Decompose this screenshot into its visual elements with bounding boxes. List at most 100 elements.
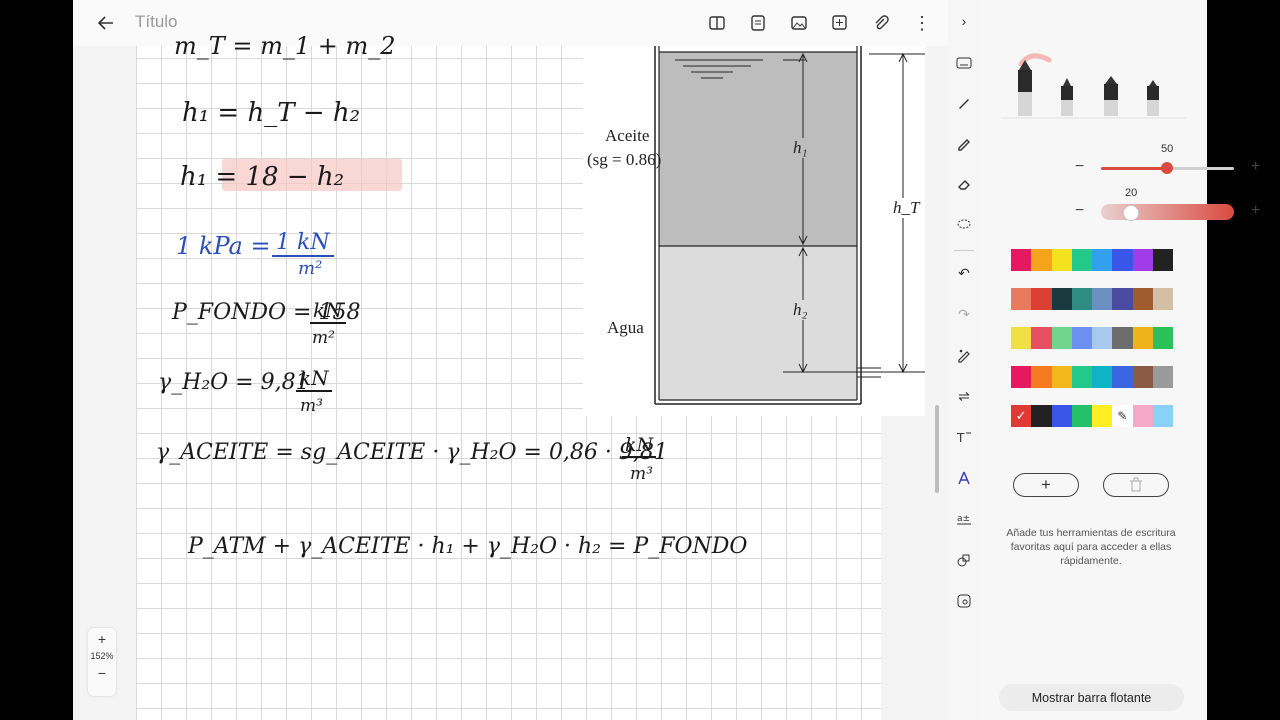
color-swatch[interactable] [1071,366,1092,388]
color-swatch[interactable] [1071,249,1092,271]
color-swatch[interactable] [1152,249,1173,271]
pen-icon[interactable] [953,92,975,114]
shapes-icon[interactable] [953,549,975,571]
canvas-gutter: h_T [881,46,948,720]
notebook-canvas[interactable]: m_T = m_1 + m_2 h₁ = h_T − h₂ h₁ = 18 − … [136,32,987,720]
color-swatch[interactable] [1051,288,1072,310]
note-line-gamma-oil: γ_ACEITE = sg_ACEITE · γ_H₂O = 0,86 · 9,… [156,440,668,465]
pen-felt-tip[interactable] [1017,58,1033,118]
ink-to-text-icon[interactable] [953,467,975,489]
color-swatch[interactable]: ✎ [1112,405,1133,427]
color-swatch[interactable] [1132,327,1153,349]
add-tool-button[interactable]: + [1013,473,1079,497]
delete-tool-button[interactable] [1103,473,1169,497]
insert-icon[interactable] [829,12,851,34]
color-swatch[interactable] [1011,327,1032,349]
back-arrow-icon[interactable] [95,12,117,34]
color-swatch[interactable] [1152,405,1173,427]
color-swatch[interactable] [1011,249,1032,271]
color-swatch[interactable] [1132,366,1153,388]
color-swatch[interactable] [1071,327,1092,349]
color-swatch[interactable] [1031,366,1052,388]
color-swatch[interactable] [1112,249,1133,271]
add-icon: + [1041,475,1051,494]
color-swatch[interactable] [1152,366,1173,388]
image-icon[interactable] [788,12,810,34]
lasso-icon[interactable] [953,214,975,236]
color-swatch[interactable] [1011,288,1032,310]
oil-label: Aceite [605,126,650,145]
color-swatch[interactable] [1051,366,1072,388]
color-swatch[interactable] [1152,288,1173,310]
eraser-icon[interactable] [953,173,975,195]
color-swatch[interactable]: ✓ [1011,405,1032,427]
keyboard-icon[interactable] [953,52,975,74]
note-gamma-oil-numerator: kN [622,434,657,458]
zoom-out-button[interactable]: − [97,665,107,681]
color-swatch[interactable] [1092,327,1113,349]
note-pfondo-denominator: m² [312,328,335,348]
collapse-chevron-icon[interactable]: › [961,13,967,29]
page-title[interactable]: Título [135,12,178,31]
size-value: 50 [1161,143,1174,155]
pen-marker[interactable] [1103,74,1119,118]
pen-pencil[interactable] [1146,78,1160,118]
color-swatch[interactable] [1031,405,1052,427]
eyedropper-icon: ✎ [1117,409,1128,423]
highlight-mark [222,159,402,191]
color-swatch[interactable] [1031,327,1052,349]
note-line-gamma-water: γ_H₂O = 9,81 [158,370,310,395]
color-swatch[interactable] [1051,327,1072,349]
sticker-icon[interactable] [953,590,975,612]
show-floating-bar-button[interactable]: Mostrar barra flotante [999,684,1184,711]
color-swatch[interactable] [1092,366,1113,388]
size-increase-button[interactable]: + [1251,158,1261,175]
color-swatch[interactable] [1092,249,1113,271]
zoom-in-button[interactable]: + [97,631,107,647]
align-icon[interactable]: ⇌ [958,387,970,404]
attach-icon[interactable] [870,12,892,34]
size-decrease-button[interactable]: − [1075,158,1085,175]
size-slider-thumb[interactable] [1161,162,1173,174]
color-swatch[interactable] [1112,366,1133,388]
zoom-control: + 152% − [88,628,116,696]
color-swatch[interactable] [1112,288,1133,310]
note-kpa-denominator: m² [298,258,323,279]
opacity-slider-thumb[interactable] [1123,205,1139,221]
color-swatch[interactable] [1132,405,1153,427]
color-swatch[interactable] [1031,249,1052,271]
note-gamma-oil-denominator: m³ [630,464,653,484]
redo-icon[interactable]: ↷ [958,305,970,322]
color-swatch[interactable] [1152,327,1173,349]
book-icon[interactable] [706,12,728,34]
ink-to-shape-icon[interactable] [953,344,975,366]
scrollbar[interactable] [935,405,939,493]
color-swatch[interactable] [1071,405,1092,427]
size-slider-track[interactable] [1101,162,1234,174]
color-swatch[interactable] [1092,405,1113,427]
opacity-decrease-button[interactable]: − [1075,202,1085,219]
note-kpa-numerator: 1 kN [272,230,334,257]
color-swatch[interactable] [1031,288,1052,310]
more-icon[interactable]: ⋮ [913,12,931,33]
opacity-increase-button[interactable]: + [1251,202,1261,219]
trash-icon [1130,477,1142,492]
math-icon[interactable]: a± [953,508,975,530]
color-swatch[interactable] [1051,405,1072,427]
opacity-slider-track[interactable] [1101,204,1234,221]
color-swatch[interactable] [1132,249,1153,271]
color-swatch[interactable] [1112,327,1133,349]
highlighter-icon[interactable] [953,132,975,154]
pen-ballpoint[interactable] [1060,76,1074,118]
color-swatch[interactable] [1011,366,1032,388]
oil-sg-label: (sg = 0.86) [587,150,662,169]
color-swatch[interactable] [1092,288,1113,310]
color-swatch[interactable] [1071,288,1092,310]
undo-icon[interactable]: ↶ [958,264,970,281]
text-icon[interactable]: T [953,426,975,448]
color-swatch[interactable] [1051,249,1072,271]
svg-text:a±: a± [957,514,970,524]
page-icon[interactable] [747,12,769,34]
top-bar: Título ⋮ [73,0,948,46]
color-swatch[interactable] [1132,288,1153,310]
